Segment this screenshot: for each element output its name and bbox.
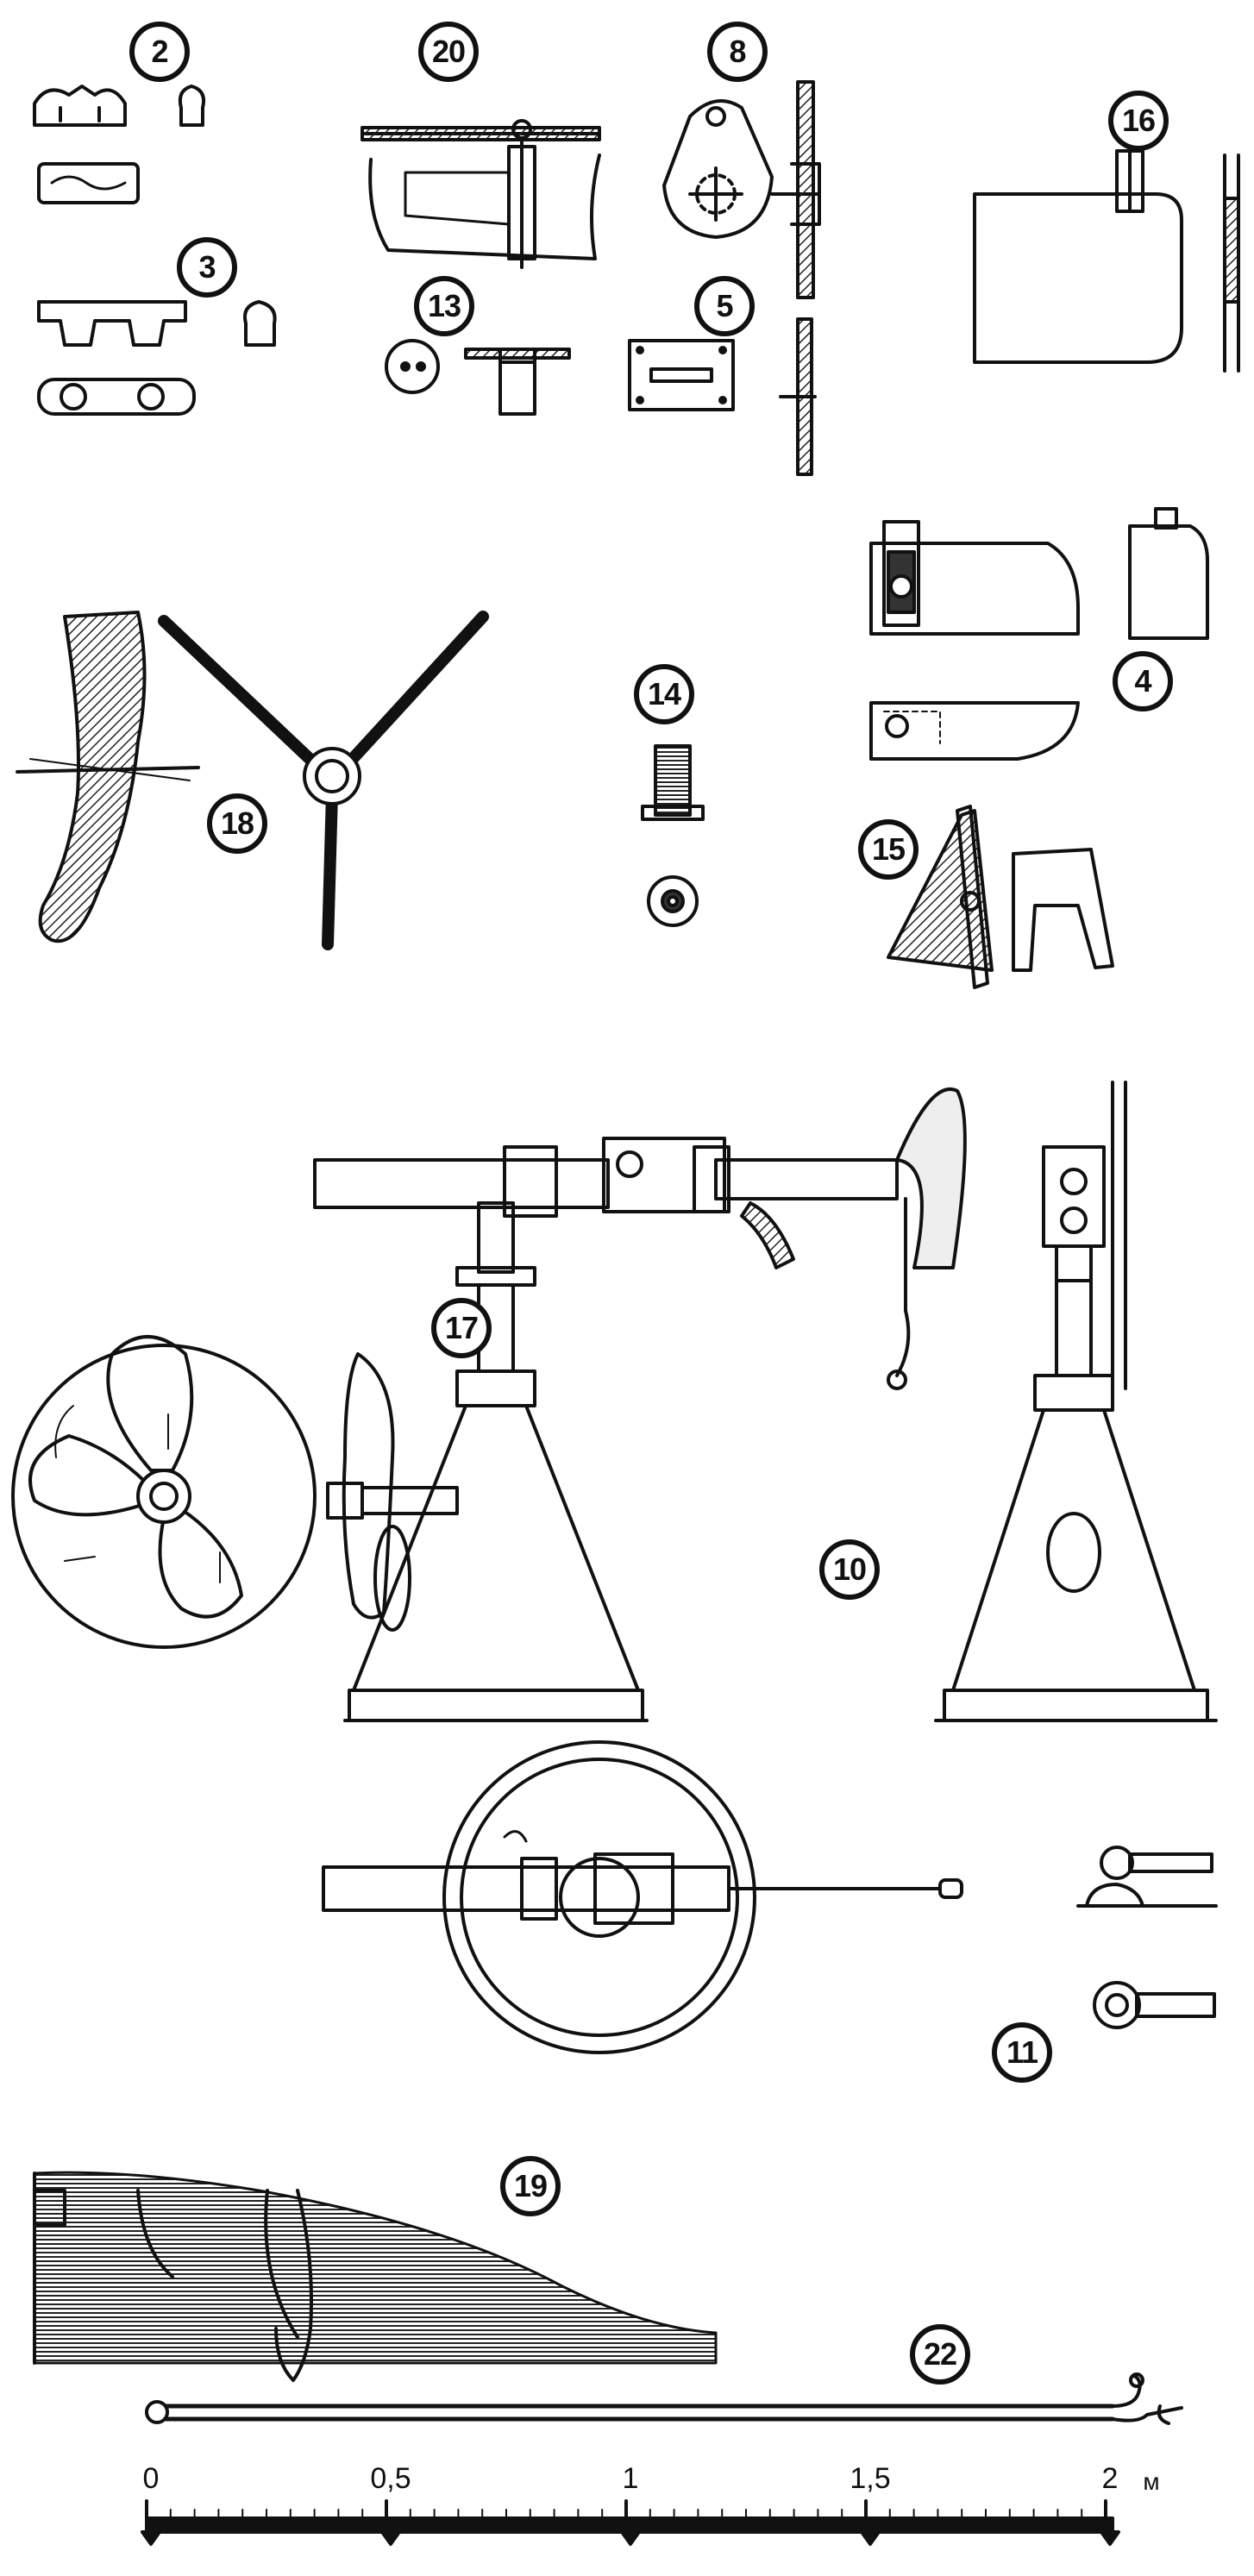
- part-4-navigation-light-drawing: [869, 507, 1209, 761]
- part-8-eye-plate-drawing: [662, 80, 821, 299]
- callout-part-15: 15: [858, 819, 919, 880]
- scale-tick-0-5: 0,5: [370, 2462, 411, 2495]
- callout-part-5: 5: [694, 276, 755, 336]
- callout-part-20: 20: [418, 22, 479, 82]
- callout-part-22: 22: [910, 2324, 970, 2385]
- part-2-chock-drawing: [33, 85, 206, 204]
- callout-part-4: 4: [1113, 651, 1173, 711]
- callout-part-19: 19: [500, 2156, 561, 2216]
- scale-tick-1: 1: [622, 2462, 639, 2495]
- scale-tick-2: 2: [1101, 2462, 1119, 2495]
- part-20-hinge-drawing: [361, 119, 601, 269]
- part-5-slot-plate-drawing: [628, 317, 817, 476]
- part-11-pin-drawing: [1076, 1846, 1218, 2029]
- callout-part-10: 10: [819, 1539, 880, 1600]
- part-18-tripod-frame-drawing: [158, 611, 489, 950]
- part-10-gun-mount-plan-view: [322, 1740, 963, 2054]
- callout-part-16: 16: [1108, 91, 1169, 151]
- part-10-gun-mount-front-view: [934, 1081, 1218, 1722]
- part-13-drain-plug-drawing: [385, 339, 571, 416]
- callout-part-2: 2: [129, 22, 190, 82]
- part-19-hull-section-drawing: [33, 2171, 718, 2382]
- callout-part-11: 11: [992, 2022, 1052, 2083]
- part-17-propeller-drawing: [11, 1335, 459, 1649]
- callout-part-17: 17: [431, 1298, 492, 1358]
- scale-unit-label: м: [1143, 2468, 1160, 2495]
- part-3-bollard-drawing: [37, 300, 277, 416]
- part-15-bracket-drawing: [887, 805, 1114, 989]
- callout-part-18: 18: [207, 793, 267, 854]
- scale-bar: [141, 2499, 1120, 2546]
- part-14-socket-drawing: [641, 744, 705, 927]
- part-22-boathook-drawing: [145, 2372, 1183, 2425]
- part-10-gun-mount-side-view: [313, 1087, 967, 1722]
- callout-part-14: 14: [634, 664, 694, 724]
- scale-tick-1-5: 1,5: [850, 2462, 891, 2495]
- part-16-rudder-blade-drawing: [973, 149, 1240, 373]
- callout-part-13: 13: [414, 276, 474, 336]
- callout-part-3: 3: [177, 237, 237, 298]
- part-18-oar-blade-drawing: [16, 611, 200, 943]
- scale-tick-0: 0: [142, 2462, 160, 2495]
- callout-part-8: 8: [707, 22, 768, 82]
